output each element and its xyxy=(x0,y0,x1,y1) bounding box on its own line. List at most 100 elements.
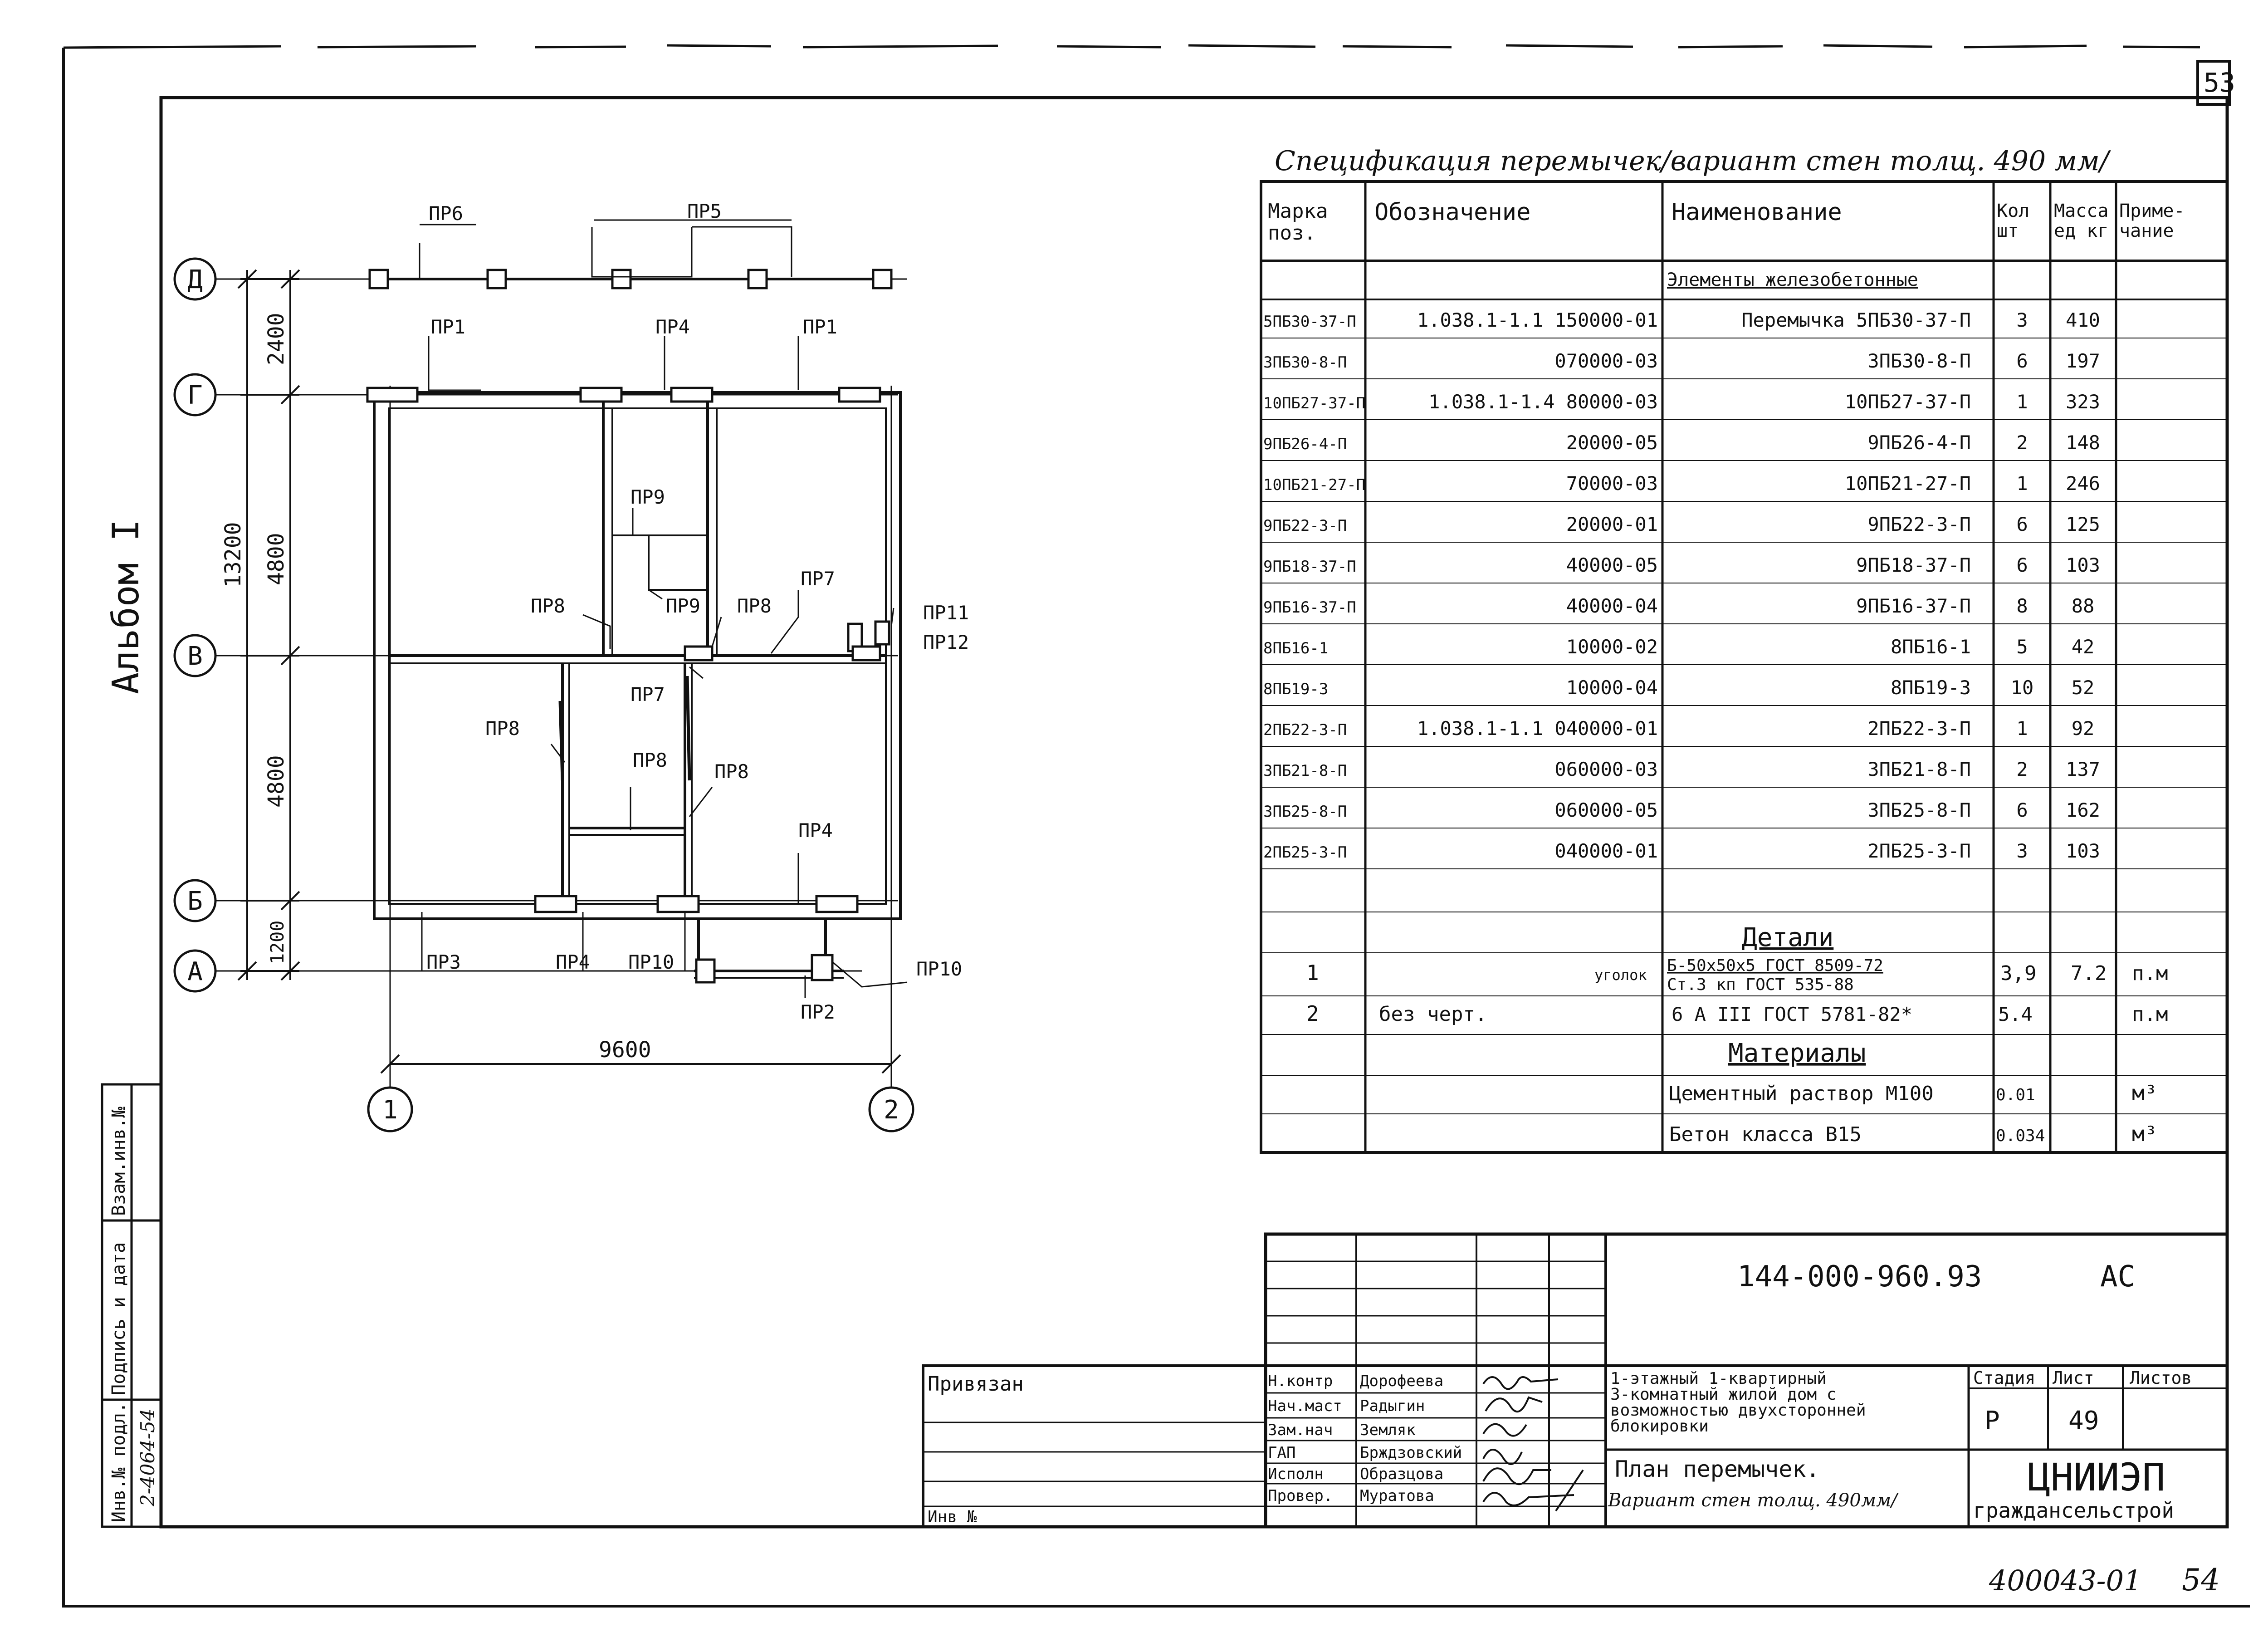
side-stamp xyxy=(101,1083,162,1528)
spec-cell-mark: 3ПБ30-8-П xyxy=(1263,353,1347,372)
tb-org-name: ЦНИИЭП xyxy=(2028,1455,2165,1500)
detail-1-name-top: Б-50x50x5 ГОСТ 8509-72 xyxy=(1667,956,1883,975)
dim-1200: 1200 xyxy=(267,921,288,964)
spec-cell-name: 3ПБ30-8-П xyxy=(1867,350,1971,372)
dim-13200: 13200 xyxy=(220,522,246,588)
spec-cell-mark: 9ПБ22-3-П xyxy=(1263,517,1347,535)
label-pr1-left: ПР1 xyxy=(431,316,465,338)
spec-section-elements: Элементы железобетонные xyxy=(1667,270,1918,290)
page-corner-number: 53 xyxy=(2204,67,2235,98)
tb-building-line-2: 3-комнатный жилой дом с xyxy=(1610,1385,1837,1404)
spec-cell-mass: 125 xyxy=(2066,513,2100,535)
spec-cell-name: 9ПБ26-4-П xyxy=(1867,431,1971,454)
spec-header-note: Приме-чание xyxy=(2119,201,2185,241)
spec-cell-mass: 103 xyxy=(2066,840,2100,862)
spec-cell-name: 8ПБ16-1 xyxy=(1891,636,1971,658)
spec-cell-mark: 10ПБ21-27-П xyxy=(1263,476,1365,494)
spec-cell-mass: 52 xyxy=(2072,676,2095,699)
spec-cell-mark: 8ПБ16-1 xyxy=(1263,639,1328,657)
tb-sheet-title-1: План перемычек. xyxy=(1615,1456,1820,1482)
side-sign-label: Подпись и дата xyxy=(108,1242,129,1395)
material-2-name: Бетон класса В15 xyxy=(1669,1123,1862,1146)
label-pr9-top: ПР9 xyxy=(631,486,665,508)
tb-sheet-title-2: Вариант стен толщ. 490мм/ xyxy=(1608,1490,1899,1511)
tb-building-line-3: возможностью двухсторонней xyxy=(1610,1401,1866,1420)
tb-privyazan: Привязан xyxy=(928,1372,1024,1396)
dimension-lines xyxy=(237,269,901,1074)
spec-cell-mark: 8ПБ19-3 xyxy=(1263,680,1328,698)
spec-cell-qty: 6 xyxy=(2016,554,2028,576)
spec-cell-mark: 3ПБ25-8-П xyxy=(1263,803,1347,821)
axis-letter-v: В xyxy=(187,642,203,671)
spec-cell-name: 10ПБ21-27-П xyxy=(1845,472,1971,495)
detail-2-note: п.м xyxy=(2132,1003,2168,1026)
spec-cell-mark: 2ПБ22-3-П xyxy=(1263,721,1347,739)
bottom-page-number: 54 xyxy=(2182,1563,2220,1598)
spec-cell-mass: 103 xyxy=(2066,554,2100,576)
label-pr7-top: ПР7 xyxy=(801,568,835,590)
spec-cell-qty: 6 xyxy=(2016,350,2028,372)
tb-sheet-value: 49 xyxy=(2068,1406,2099,1436)
spec-section-details: Детали xyxy=(1742,923,1833,952)
sig-name-5: Образцова xyxy=(1360,1465,1443,1483)
spec-cell-designation: 040000-01 xyxy=(1554,840,1658,862)
dim-4800-lower: 4800 xyxy=(264,755,289,808)
spec-table-grid xyxy=(1260,180,2229,1154)
label-pr10-right: ПР10 xyxy=(916,958,962,980)
material-2-note: м³ xyxy=(2132,1122,2157,1146)
label-pr5: ПР5 xyxy=(687,200,722,222)
spec-cell-name: 9ПБ18-37-П xyxy=(1856,554,1971,576)
leader-lines xyxy=(419,219,908,998)
spec-cell-mass: 323 xyxy=(2066,391,2100,413)
spec-cell-mark: 5ПБ30-37-П xyxy=(1263,313,1356,331)
axis-letter-d: Д xyxy=(187,265,203,294)
spec-cell-designation: 1.038.1-1.1 150000-01 xyxy=(1417,309,1658,331)
label-pr1-right: ПР1 xyxy=(803,316,837,338)
spec-cell-qty: 10 xyxy=(2011,676,2034,699)
spec-cell-designation: 1.038.1-1.1 040000-01 xyxy=(1417,717,1658,740)
tb-document-mark: АС xyxy=(2100,1260,2135,1294)
floor-plan xyxy=(173,219,914,1132)
detail-row-2: 2 без черт. 6 А III ГОСТ 5781-82* 5.4 п.… xyxy=(1306,1001,2168,1026)
axis-letters: Д Г В Б А 1 2 xyxy=(187,265,899,1125)
spec-cell-mass: 92 xyxy=(2072,717,2095,740)
sig-role-6: Провер. xyxy=(1268,1487,1333,1505)
spec-cell-designation: 070000-03 xyxy=(1554,350,1658,372)
material-row-2: Бетон класса В15 0.034 м³ xyxy=(1669,1122,2157,1146)
spec-cell-mass: 88 xyxy=(2072,595,2095,617)
side-inv-label: Инв.№ подл. xyxy=(108,1402,129,1522)
lintel-labels: ПР6 ПР5 ПР1 ПР4 ПР1 ПР9 ПР9 ПР8 ПР8 ПР7 … xyxy=(426,200,969,1023)
tb-inv-no: Инв № xyxy=(928,1508,977,1526)
lintel-markers xyxy=(366,269,893,984)
spec-cell-designation: 10000-02 xyxy=(1566,636,1658,658)
label-pr8-right: ПР8 xyxy=(714,760,749,783)
material-1-note: м³ xyxy=(2132,1081,2157,1105)
spec-section-materials: Материалы xyxy=(1728,1039,1866,1068)
spec-cell-name: 2ПБ22-3-П xyxy=(1867,717,1971,740)
sig-role-4: ГАП xyxy=(1268,1444,1295,1462)
spec-cell-mass: 42 xyxy=(2072,636,2095,658)
side-inv-value: 2-4064-54 xyxy=(137,1409,159,1507)
album-label: Альбом I xyxy=(105,520,147,694)
axis-letter-g: Г xyxy=(187,381,203,410)
spec-cell-designation: 70000-03 xyxy=(1566,472,1658,495)
label-pr8-top-left: ПР8 xyxy=(531,595,565,617)
spec-cell-qty: 1 xyxy=(2016,391,2028,413)
material-1-name: Цементный раствор М100 xyxy=(1669,1082,1934,1105)
label-pr4-bottom: ПР4 xyxy=(556,951,590,973)
spec-header-designation: Обозначение xyxy=(1374,199,1530,226)
spec-cell-qty: 6 xyxy=(2016,799,2028,821)
material-2-qty: 0.034 xyxy=(1996,1127,2045,1145)
sig-name-1: Дорофеева xyxy=(1360,1372,1443,1390)
tb-building-line-1: 1-этажный 1-квартирный xyxy=(1610,1369,1827,1388)
label-pr9-inner: ПР9 xyxy=(666,595,700,617)
